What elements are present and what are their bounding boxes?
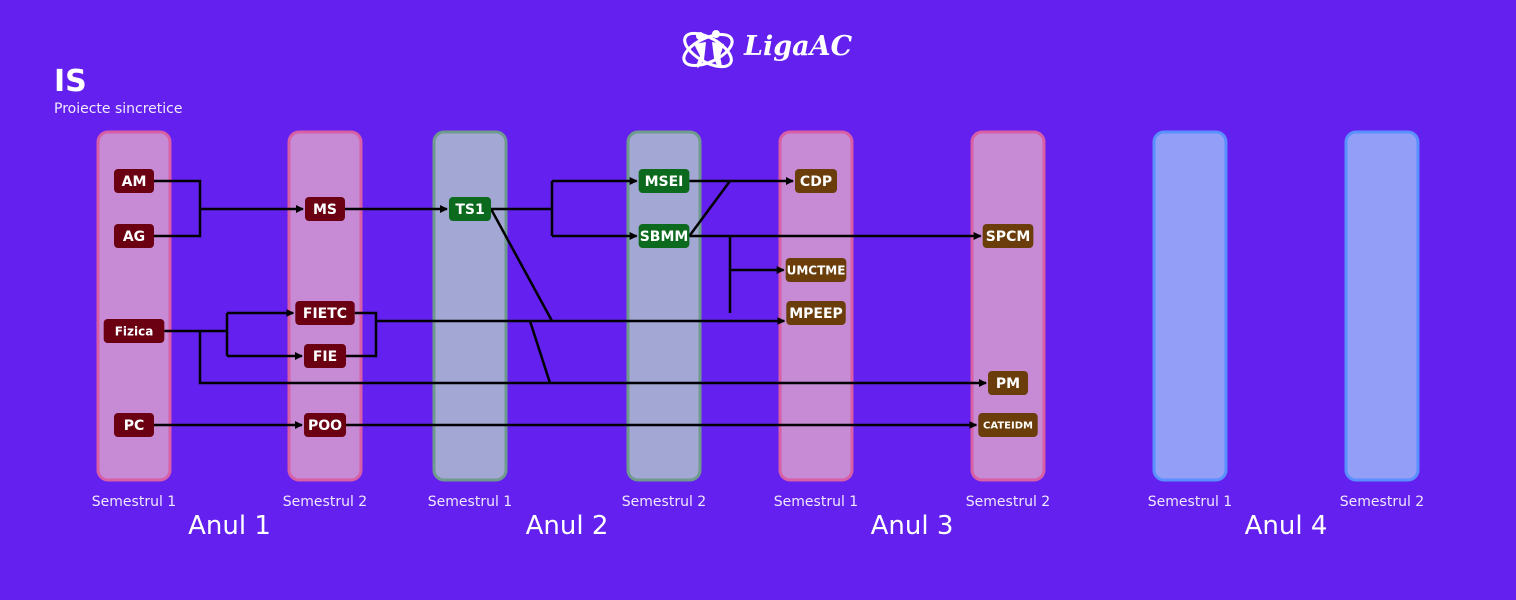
course-node-label: SPCM xyxy=(986,229,1031,245)
course-node-box xyxy=(786,301,846,325)
semester-label: Semestrul 1 xyxy=(91,494,177,510)
semester-column xyxy=(1152,130,1228,482)
course-node-box xyxy=(114,413,154,437)
liga-ac-logo-icon xyxy=(682,30,734,69)
course-node-label: UMCTME xyxy=(787,263,846,277)
course-node-label: PM xyxy=(996,376,1020,392)
course-node: POO xyxy=(303,413,347,437)
course-node-label: MSEI xyxy=(645,174,684,190)
semester-label: Semestrul 1 xyxy=(427,494,513,510)
course-node-label: POO xyxy=(308,418,342,434)
course-node-box xyxy=(303,413,347,437)
course-node: Fizica xyxy=(103,319,165,343)
course-node-label: MS xyxy=(313,202,337,218)
semester-label: Semestrul 2 xyxy=(282,494,368,510)
course-node: PM xyxy=(988,371,1028,395)
year-label: Anul 2 xyxy=(525,511,609,541)
course-node-label: FIETC xyxy=(303,306,347,322)
course-node: AG xyxy=(114,224,154,248)
course-node: UMCTME xyxy=(785,258,847,282)
course-node: MSEI xyxy=(638,169,690,193)
course-node-box xyxy=(638,169,690,193)
course-node-box xyxy=(638,224,690,248)
course-node-box xyxy=(303,344,347,368)
course-node: CATEIDM xyxy=(978,413,1038,437)
course-node-label: TS1 xyxy=(455,202,484,218)
course-node: MS xyxy=(305,197,345,221)
semester-label: Semestrul 1 xyxy=(1147,494,1233,510)
semester-column xyxy=(626,130,702,482)
year-label: Anul 3 xyxy=(870,511,954,541)
connector-line xyxy=(198,331,987,387)
course-node-label: AM xyxy=(122,174,147,190)
course-node-box xyxy=(982,224,1034,248)
connector-line xyxy=(528,320,552,384)
semester-column xyxy=(432,130,508,482)
logo-text: LigaAC xyxy=(744,31,853,62)
year-label: Anul 1 xyxy=(188,511,271,541)
course-node: MPEEP xyxy=(786,301,846,325)
course-node-label: MPEEP xyxy=(789,306,843,322)
course-node-box xyxy=(988,371,1028,395)
course-node-label: Fizica xyxy=(115,324,154,338)
course-node: FIETC xyxy=(295,301,355,325)
course-node-box xyxy=(785,258,847,282)
course-node-box xyxy=(978,413,1038,437)
course-node-label: CDP xyxy=(800,174,832,190)
course-node: FIE xyxy=(303,344,347,368)
course-node-box xyxy=(114,169,154,193)
connector-line xyxy=(489,208,554,322)
course-node-box xyxy=(295,301,355,325)
semester-label: Semestrul 2 xyxy=(965,494,1051,510)
page-subtitle: Proiecte sincretice xyxy=(54,101,183,117)
semester-label: Semestrul 2 xyxy=(1339,494,1425,510)
year-label: Anul 4 xyxy=(1244,511,1328,541)
semester-label: Semestrul 1 xyxy=(773,494,859,510)
course-node-box xyxy=(103,319,165,343)
course-node-label: PC xyxy=(124,418,145,434)
course-node-label: AG xyxy=(123,229,145,245)
course-node: TS1 xyxy=(448,197,492,221)
course-node-box xyxy=(114,224,154,248)
semester-label: Semestrul 2 xyxy=(621,494,707,510)
course-node-box xyxy=(448,197,492,221)
course-node: SPCM xyxy=(982,224,1034,248)
course-node-box xyxy=(794,169,838,193)
page-title: IS xyxy=(54,64,87,99)
connector-line xyxy=(346,311,378,358)
course-node: CDP xyxy=(794,169,838,193)
course-node-label: SBMM xyxy=(640,229,689,245)
course-node: SBMM xyxy=(638,224,690,248)
course-node-label: FIE xyxy=(313,349,337,365)
semester-column xyxy=(1344,130,1420,482)
semester-column xyxy=(96,130,172,482)
course-node-box xyxy=(305,197,345,221)
connector-line xyxy=(688,180,732,237)
course-node-label: CATEIDM xyxy=(983,421,1033,432)
course-node: PC xyxy=(114,413,154,437)
course-node: AM xyxy=(114,169,154,193)
